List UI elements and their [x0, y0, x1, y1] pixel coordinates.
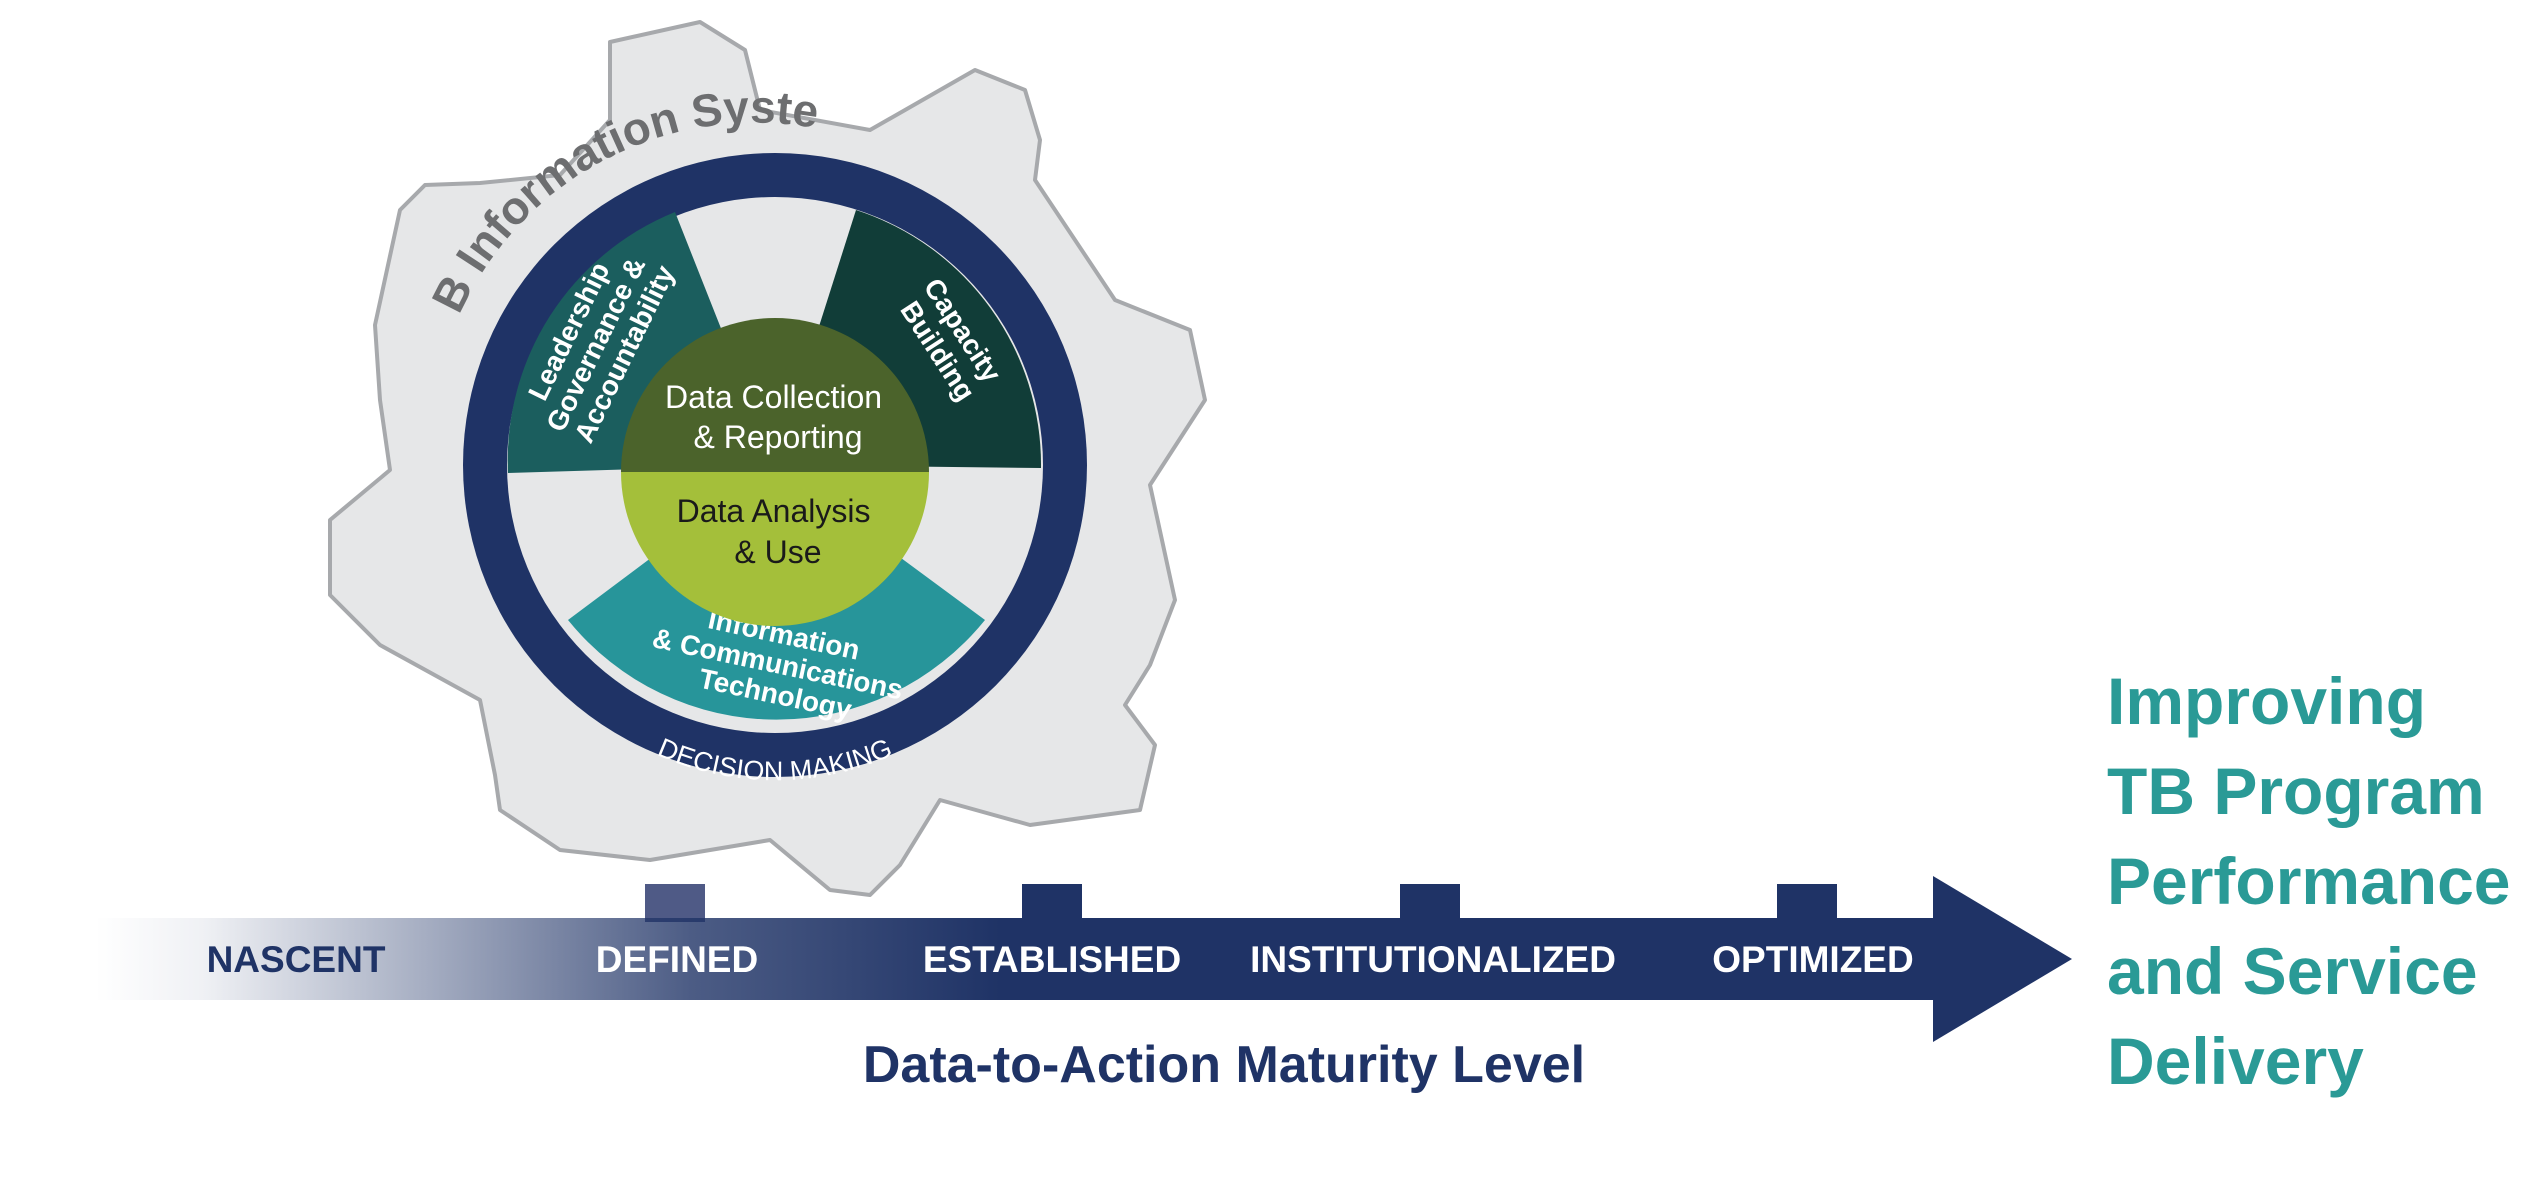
outcome-statement: Improving TB Program Performance and Ser… [2107, 664, 2529, 1098]
core-data-collection [621, 318, 929, 472]
maturity-axis-title: Data-to-Action Maturity Level [863, 1036, 1585, 1094]
data-collection-label: Data Collection & Reporting [665, 379, 891, 455]
data-analysis-label: Data Analysis & Use [677, 493, 880, 570]
maturity-arrow [95, 876, 2072, 1042]
tab-defined [645, 884, 705, 922]
level-defined: DEFINED [596, 939, 758, 980]
arrow-head [1933, 876, 2072, 1042]
tab-optimized [1777, 884, 1837, 922]
tab-institutionalized [1400, 884, 1460, 922]
level-optimized: OPTIMIZED [1712, 939, 1913, 980]
level-established: ESTABLISHED [923, 939, 1181, 980]
level-nascent: NASCENT [207, 939, 386, 980]
level-institutionalized: INSTITUTIONALIZED [1250, 939, 1616, 980]
arrow-shaft [95, 918, 1935, 1000]
tab-established [1022, 884, 1082, 922]
core-data-analysis [621, 472, 929, 626]
